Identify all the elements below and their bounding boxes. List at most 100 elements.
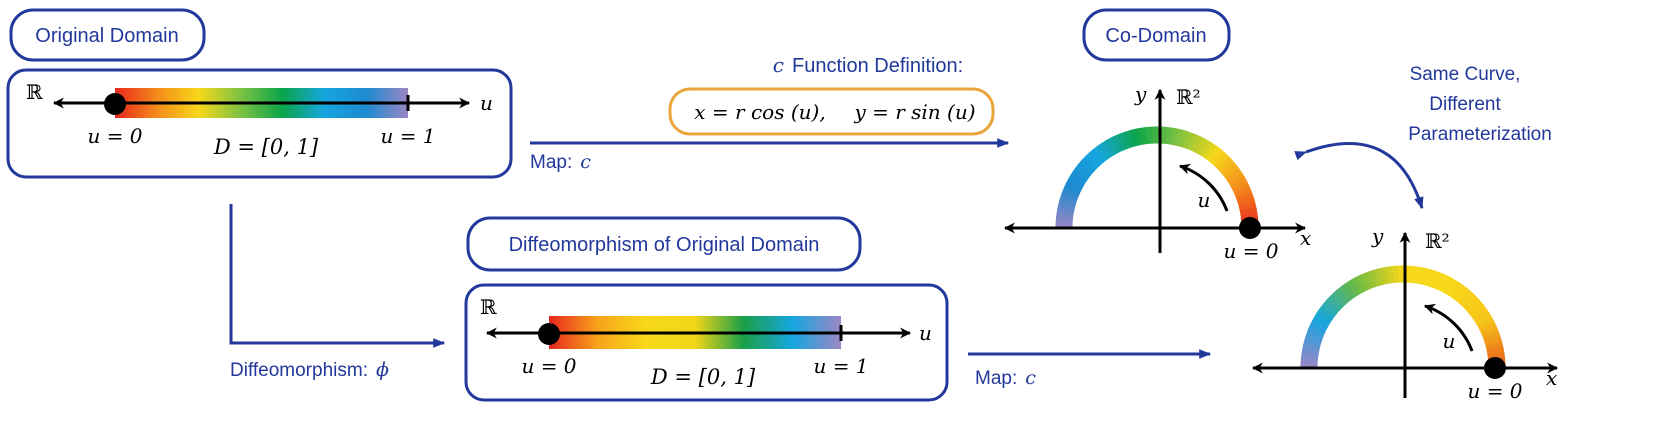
arc-segment <box>1206 145 1221 163</box>
arc-segment <box>1231 181 1250 194</box>
arc-segment <box>1114 133 1127 152</box>
arc-segment <box>1140 127 1149 145</box>
arc-segment <box>1411 265 1420 284</box>
arc-segment <box>1169 127 1179 146</box>
arc-segment <box>1129 128 1140 147</box>
arc-segment <box>1452 284 1468 302</box>
diffeo-end-label: u = 1 <box>813 354 868 378</box>
arc-segment <box>1178 129 1189 148</box>
arc-segment <box>1319 303 1337 319</box>
arc-segment <box>1462 294 1480 311</box>
original-domain-box: ℝ u u = 0 u = 1 D = [0, 1] <box>6 68 513 179</box>
interval-label: D = [0, 1] <box>213 135 319 159</box>
arc-segment <box>1360 272 1373 291</box>
curve-plot-bottom: y ℝ² u x u = 0 <box>1251 224 1559 403</box>
arc-segment <box>1055 212 1074 220</box>
arc-segment <box>1370 268 1381 287</box>
diffeo-start-label: u = 0 <box>521 354 576 378</box>
arc-segment <box>1337 285 1353 303</box>
co-domain-label: Co-Domain <box>1105 25 1206 47</box>
arc-segment <box>1322 299 1340 315</box>
arc-segment <box>1301 346 1320 356</box>
arc-segment <box>1077 160 1095 176</box>
arc-segment <box>1445 278 1459 297</box>
arc-segment <box>1190 134 1204 153</box>
diffeo-domain-box: ℝ u u = 0 u = 1 D = [0, 1] <box>464 283 949 402</box>
arc-segment <box>1380 266 1390 285</box>
original-domain-label: Original Domain <box>35 25 178 47</box>
param-u-bottom: u <box>1443 329 1456 353</box>
diffeo-space-label: ℝ <box>480 295 497 319</box>
arc-segment <box>1194 137 1208 155</box>
arc-segment <box>1471 307 1489 322</box>
function-def-text: Function Definition: <box>792 55 963 77</box>
same-curve-line-3: Parameterization <box>1408 124 1552 145</box>
arc-segment <box>1068 172 1087 187</box>
end-label: u = 1 <box>380 124 435 148</box>
arc-segment <box>1480 325 1499 338</box>
arc-segment <box>1305 331 1324 343</box>
arc-segment <box>1329 291 1346 309</box>
arc-segment <box>1486 345 1505 355</box>
arc-segment <box>1224 167 1243 183</box>
arc-segment <box>1056 206 1075 216</box>
start-point <box>104 93 126 115</box>
original-domain-title: Original Domain <box>9 8 206 62</box>
arc-segment <box>1233 185 1252 198</box>
param-arrow-top <box>1178 163 1229 212</box>
arc-segment <box>1346 279 1361 297</box>
same-curve-line-1: Same Curve, <box>1410 64 1521 85</box>
arc-segment <box>1351 276 1365 295</box>
arc-segment <box>1482 330 1501 342</box>
arc-segment <box>1428 270 1440 289</box>
arc-segment <box>1227 172 1245 186</box>
arc-segment <box>1074 164 1092 179</box>
arc-segment <box>1071 168 1089 183</box>
arc-segment <box>1476 316 1495 330</box>
arc-segment <box>1213 152 1229 169</box>
arc-segment <box>1119 131 1131 150</box>
map-arrow-bottom: Map:c <box>968 349 1212 389</box>
arc-segment <box>1448 281 1464 299</box>
arc-segment <box>1202 142 1217 160</box>
formula-y: y = r sin (u) <box>853 100 975 124</box>
arc-segment <box>1302 341 1321 351</box>
arc-segment <box>1173 128 1184 147</box>
arc-segment <box>1365 270 1377 289</box>
arc-segment <box>1300 351 1319 360</box>
arc-segment <box>1182 131 1194 150</box>
arc-segment <box>1060 191 1079 203</box>
arc-segment <box>1316 307 1334 323</box>
start-point-top <box>1239 217 1261 239</box>
arc-segment <box>1311 316 1329 330</box>
y-label-bottom: y <box>1371 224 1384 248</box>
arc-segment <box>1165 126 1173 145</box>
arc-segment <box>1333 288 1350 305</box>
arc-segment <box>1058 196 1077 207</box>
arc-segment <box>1216 155 1233 172</box>
arc-segment <box>1238 200 1257 211</box>
arc-segment <box>1057 201 1076 212</box>
arc-segment <box>1303 336 1322 347</box>
arc-segment <box>1456 287 1472 305</box>
arc-segment <box>1432 272 1445 290</box>
start-label: u = 0 <box>87 124 142 148</box>
arc-segment <box>1124 129 1136 148</box>
arc-segment <box>1105 137 1119 156</box>
param-arrow-bottom <box>1423 303 1474 352</box>
arc-segment <box>1485 340 1504 351</box>
arc-segment <box>1355 274 1369 293</box>
arc-segment <box>1081 156 1098 172</box>
arc-segment <box>1222 163 1240 179</box>
arc-segment <box>1420 267 1430 286</box>
arc-segment <box>1096 142 1112 161</box>
co-domain-title: Co-Domain <box>1082 8 1231 62</box>
map-label-bottom: Map:c <box>975 367 1036 389</box>
function-symbol: c <box>773 53 784 77</box>
arc-segment <box>1110 135 1123 154</box>
y-label-top: y <box>1134 82 1147 106</box>
arc-segment <box>1309 321 1327 334</box>
arc-segment <box>1219 159 1236 175</box>
diffeo-axis-var: u <box>919 321 932 345</box>
